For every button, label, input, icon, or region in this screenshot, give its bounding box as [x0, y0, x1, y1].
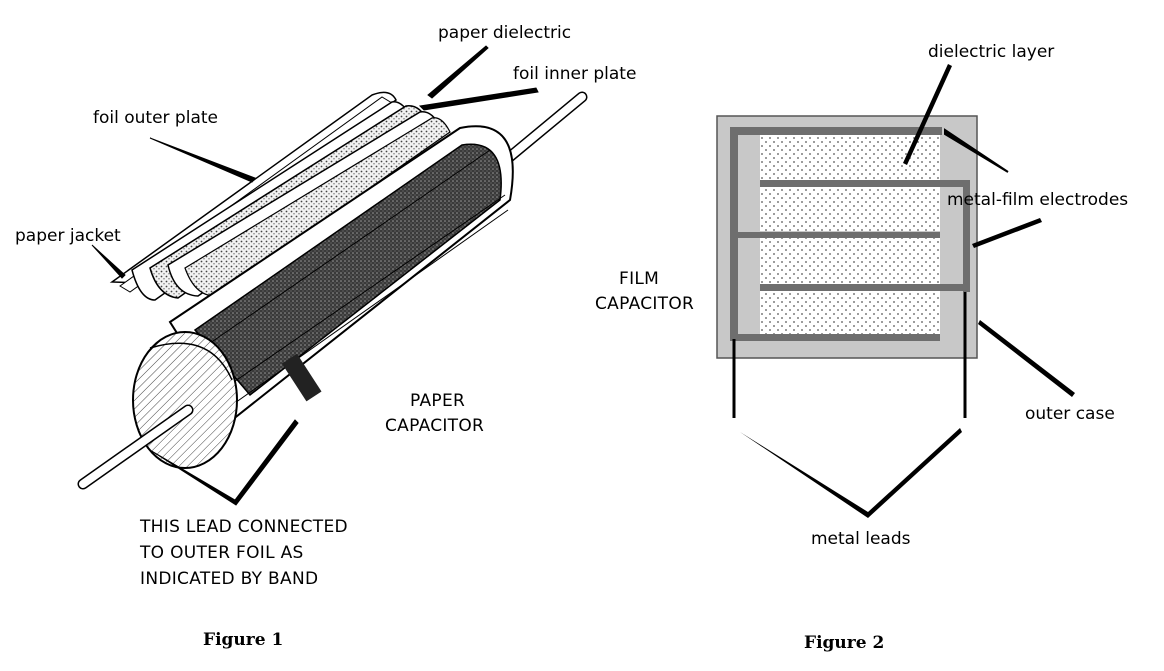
figure-2-leader-lines: [740, 64, 1075, 518]
metal-film-electrodes: [730, 127, 970, 341]
capacitor-cylinder-body: [168, 125, 514, 422]
label-metal-film-electrodes: metal-film electrodes: [947, 190, 1128, 210]
figure-2-film-capacitor: dielectric layer metal-film electrodes o…: [595, 42, 1128, 653]
label-foil-inner-plate: foil inner plate: [513, 64, 636, 84]
label-paper-dielectric: paper dielectric: [438, 23, 571, 43]
outer-foil-band: [281, 353, 322, 402]
metal-lead-wires: [732, 292, 967, 418]
label-outer-case: outer case: [1025, 404, 1115, 424]
label-paper-jacket: paper jacket: [15, 226, 121, 246]
peeled-layers: [109, 91, 451, 301]
note-line-3: INDICATED BY BAND: [140, 569, 318, 589]
figure-1-paper-capacitor: paper dielectric foil inner plate foil o…: [15, 23, 636, 650]
title-film-line-1: FILM: [619, 269, 659, 289]
label-metal-leads: metal leads: [811, 529, 911, 549]
left-lead-wire: [77, 404, 194, 490]
title-film-line-2: CAPACITOR: [595, 294, 694, 314]
right-lead-wire: [494, 91, 588, 171]
label-foil-outer-plate: foil outer plate: [93, 108, 218, 128]
note-line-1: THIS LEAD CONNECTED: [139, 517, 348, 537]
note-line-2: TO OUTER FOIL AS: [139, 543, 304, 563]
figure-2-caption: Figure 2: [804, 633, 884, 653]
figure-1-leader-lines: [91, 45, 539, 506]
end-cap: [132, 331, 238, 469]
label-dielectric-layer: dielectric layer: [928, 42, 1054, 62]
title-paper-line-2: CAPACITOR: [385, 416, 484, 436]
title-paper-line-1: PAPER: [410, 391, 465, 411]
figure-1-caption: Figure 1: [203, 630, 283, 650]
